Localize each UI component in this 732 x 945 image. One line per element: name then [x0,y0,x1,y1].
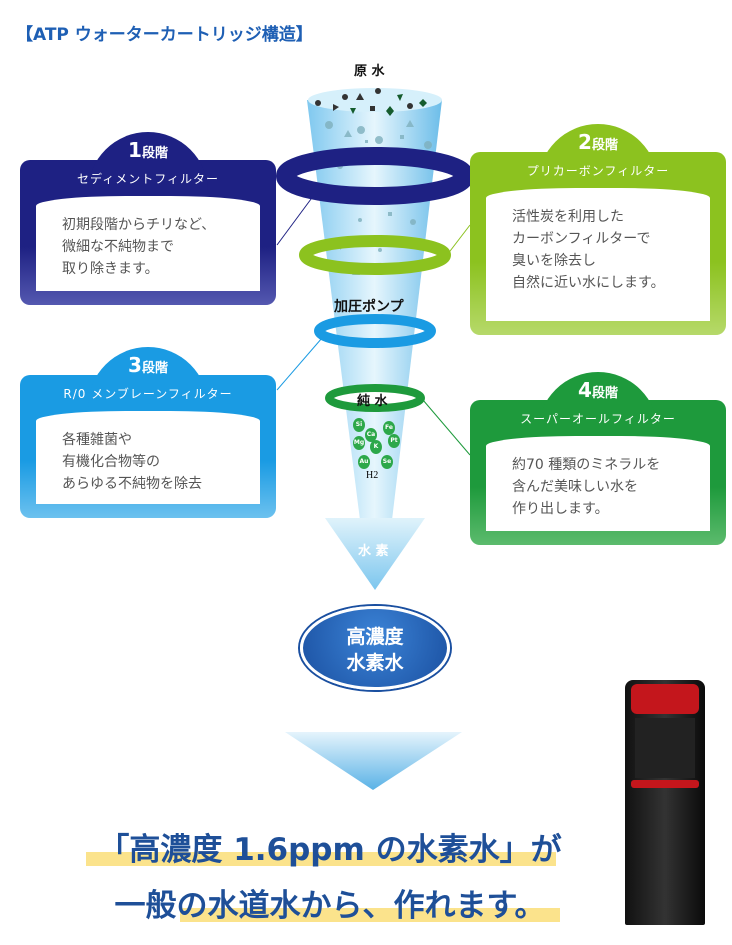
pump-label: 加圧ポンプ [334,299,404,315]
water-dispenser-image [625,680,705,925]
mineral-k: K [370,440,382,454]
stage2-step: 2段階 [578,130,618,154]
stage4-description: 約70 種類のミネラルを含んだ美味しい水を作り出します。 [486,436,710,531]
stage1-connector [276,194,315,246]
stage3-description: 各種雑菌や有機化合物等のあらゆる不純物を除去 [36,411,260,504]
h2-label: H2 [366,470,379,481]
dispenser-top-panel [631,684,699,714]
highlight-bar [86,852,556,866]
stage1-box: 1段階 セディメントフィルター 初期段階からチリなど、微細な不純物まで取り除きま… [20,132,276,305]
stage2-ring [299,235,451,275]
mineral-fe: Fe [383,421,395,435]
stage3-ring [314,314,436,348]
page-title: 【ATP ウォーターカートリッジ構造】 [16,25,313,45]
stage1-name: セディメントフィルター [77,172,219,186]
stage2-box: 2段階 プリカーボンフィルター 活性炭を利用したカーボンフィルターで臭いを除去し… [470,124,726,335]
mineral-au: Au [358,455,370,469]
stage1-step: 1段階 [128,138,168,162]
mineral-pt: Pt [388,434,400,448]
mineral-mg: Mg [353,436,365,450]
dispenser-tap-area [635,718,695,778]
high-concentration-hydrogen-water-badge: 高濃度水素水 [300,606,450,690]
result-chevron [285,732,462,790]
stage1-description: 初期段階からチリなど、微細な不純物まで取り除きます。 [36,196,260,291]
mineral-ca: Ca [365,428,377,442]
impurity-particles [315,88,413,111]
highlight-bar [180,908,560,922]
stage4-step: 4段階 [578,378,618,402]
stage4-connector [422,399,471,456]
pure-water-label: 純 水 [357,394,388,409]
stage4-name: スーパーオールフィルター [520,412,676,426]
raw-water-label: 原 水 [354,64,385,79]
dispenser-drip-tray [631,780,699,788]
headline-line2: 一般の水道水から、作れます。 [114,888,546,924]
hydrogen-label: 水 素 [358,544,389,559]
stage3-name: R/0 メンブレーンフィルター [63,387,233,401]
stage3-connector [276,337,323,391]
mineral-se: Se [381,455,393,469]
stage3-step: 3段階 [128,353,168,377]
stage2-name: プリカーボンフィルター [526,164,670,178]
filter-funnel [307,100,442,520]
stage4-box: 4段階 スーパーオールフィルター 約70 種類のミネラルを含んだ美味しい水を作り… [470,372,726,545]
hydrogen-arrow [325,518,425,590]
stage4-ring [325,384,425,412]
stage2-description: 活性炭を利用したカーボンフィルターで臭いを除去し自然に近い水にします。 [486,188,710,321]
stage2-connector [446,224,471,256]
headline-line1: 「高濃度 1.6ppm の水素水」が [98,832,562,868]
stage3-box: 3段階 R/0 メンブレーンフィルター 各種雑菌や有機化合物等のあらゆる不純物を… [20,347,276,518]
stage1-ring [276,147,474,205]
mineral-si: Si [353,418,365,432]
